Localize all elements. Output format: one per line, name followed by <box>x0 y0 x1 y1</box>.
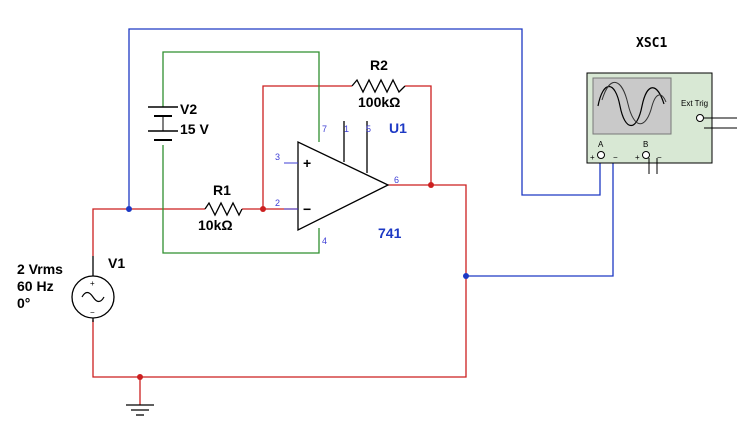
pin-label-4: 4 <box>322 236 327 246</box>
supply-wires <box>162 51 320 254</box>
channel-a-plus: + <box>590 153 595 162</box>
ext-trig-label: Ext Trig <box>681 99 708 108</box>
v1-plus-sign: + <box>90 279 95 288</box>
ground-icon <box>126 404 154 416</box>
v1-phase: 0° <box>17 295 30 311</box>
v2-value: 15 V <box>180 121 209 137</box>
pin-label-6: 6 <box>394 175 399 185</box>
junction-ground <box>137 374 143 380</box>
wire-output <box>92 184 467 378</box>
probe-wires <box>128 28 614 277</box>
wire-v2-to-pin4 <box>162 145 320 254</box>
r2-zigzag <box>351 78 406 94</box>
u1-part: 741 <box>378 225 402 241</box>
wire-v2-to-pin7 <box>162 51 320 142</box>
channel-a-terminal[interactable] <box>597 151 605 159</box>
wire-feedback-left <box>262 85 352 209</box>
waveform-trace-2 <box>601 81 667 125</box>
sine-wave-icon <box>81 291 105 303</box>
channel-b-terminal[interactable] <box>642 151 650 159</box>
oscilloscope-xsc1[interactable]: XSC1 Ext Trig A B + − + − <box>586 36 737 174</box>
channel-a-label: A <box>598 140 604 149</box>
v1-frequency: 60 Hz <box>17 278 54 294</box>
signal-wires <box>92 85 467 405</box>
opamp-plus-sign: + <box>303 155 311 171</box>
v1-amplitude: 2 Vrms <box>17 261 63 277</box>
ext-trig-terminal[interactable] <box>696 114 704 122</box>
resistor-r2[interactable]: R2 100kΩ <box>351 57 406 110</box>
ac-source-v1[interactable]: + − V1 2 Vrms 60 Hz 0° <box>17 255 125 322</box>
u1-ref: U1 <box>389 120 407 136</box>
wire-probe-out <box>466 163 614 277</box>
pin-label-2: 2 <box>275 198 280 208</box>
opamp-u1[interactable]: + − 3 2 7 1 5 4 6 U1 741 <box>275 120 407 246</box>
wire-probe-a <box>128 28 601 209</box>
junction-output <box>428 182 434 188</box>
channel-a-minus: − <box>613 153 618 162</box>
channel-b-plus: + <box>635 153 640 162</box>
battery-v2[interactable]: V2 15 V <box>148 101 209 141</box>
xsc1-ref: XSC1 <box>636 36 667 51</box>
junction-input-blue <box>126 206 132 212</box>
r2-value: 100kΩ <box>358 94 400 110</box>
r1-zigzag <box>204 201 243 217</box>
junctions <box>126 182 469 380</box>
v2-ref: V2 <box>180 101 197 117</box>
waveform-trace-1 <box>597 86 665 126</box>
pin-label-5: 5 <box>366 124 371 134</box>
wire-feedback-right <box>405 85 432 185</box>
opamp-body <box>297 140 390 232</box>
v1-minus-sign: − <box>90 308 95 317</box>
channel-b-minus: − <box>657 153 662 162</box>
pin-label-3: 3 <box>275 152 280 162</box>
pin-label-1: 1 <box>344 124 349 134</box>
junction-inverting <box>260 206 266 212</box>
pin-label-7: 7 <box>322 124 327 134</box>
v1-ref: V1 <box>108 255 125 271</box>
r1-ref: R1 <box>213 182 231 198</box>
r1-value: 10kΩ <box>198 217 233 233</box>
wire-input-to-r1 <box>92 208 205 256</box>
opamp-minus-sign: − <box>303 201 311 217</box>
resistor-r1[interactable]: R1 10kΩ <box>198 182 243 233</box>
r2-ref: R2 <box>370 57 388 73</box>
junction-output-probe <box>463 273 469 279</box>
channel-b-label: B <box>643 140 648 149</box>
